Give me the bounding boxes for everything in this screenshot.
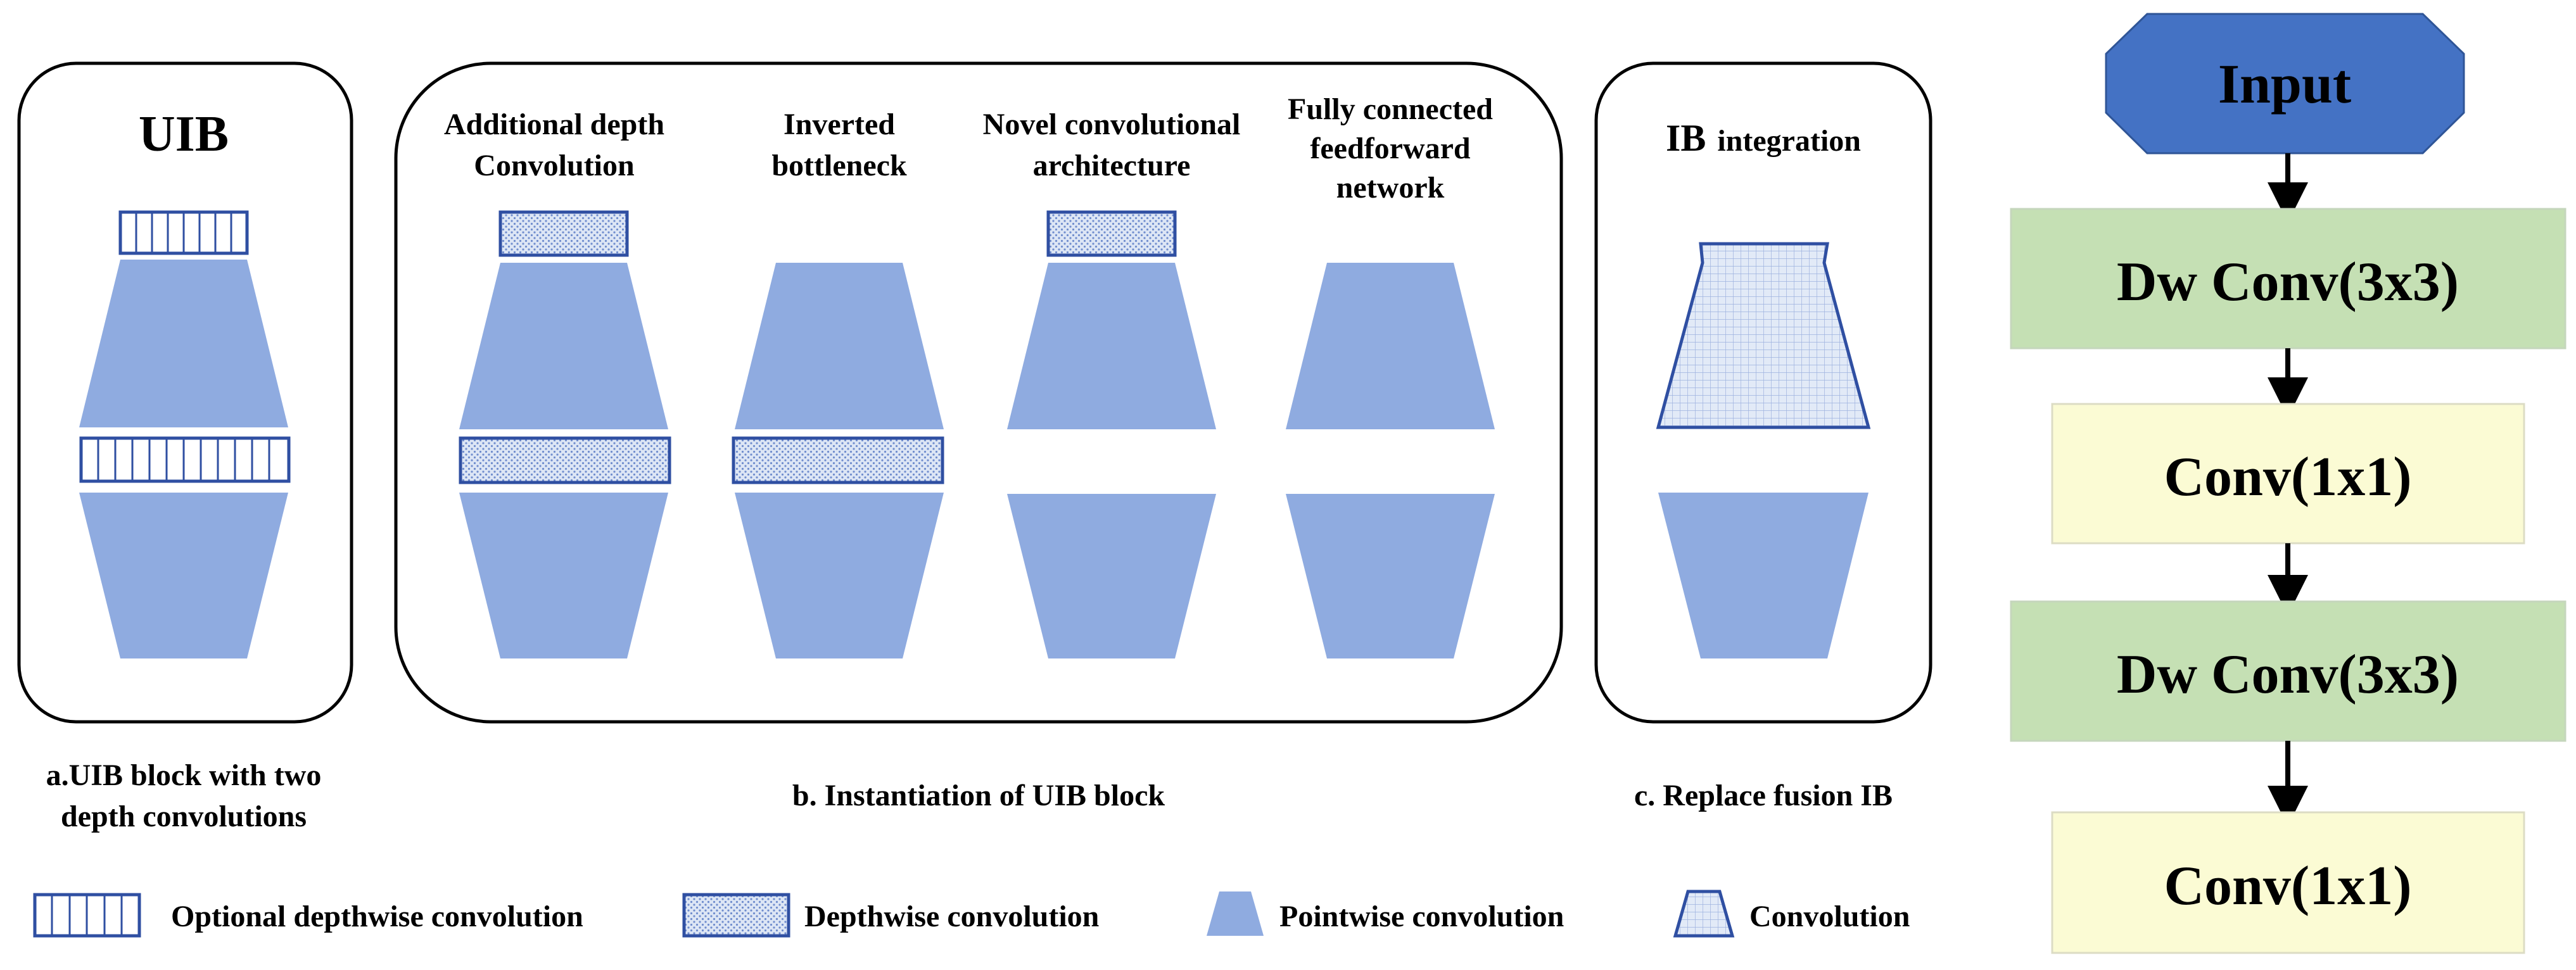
dw-conv-3x3-label: Dw Conv(3x3) (2117, 251, 2459, 313)
optional-depthwise-conv-middle (79, 436, 291, 483)
panel-a-frame (17, 61, 353, 724)
column-label-line2: Convolution (474, 149, 634, 182)
panel-b-caption: b. Instantiation of UIB block (792, 779, 1165, 812)
depthwise-conv-block (1046, 210, 1177, 257)
panel-b-frame (394, 61, 1563, 724)
dw-conv-3x3-label: Dw Conv(3x3) (2117, 644, 2459, 705)
legend-optional-depthwise-icon (33, 893, 141, 938)
panel-c-title-ib: IB (1666, 117, 1706, 159)
pointwise-conv-expand (1286, 263, 1495, 429)
column-label-line2: feedforward (1310, 132, 1471, 165)
column-label-line1: Fully connected (1288, 92, 1493, 126)
panel-a-caption-line2: depth convolutions (61, 800, 307, 833)
column-label-line2: architecture (1033, 149, 1191, 182)
conv-1x1-label: Conv(1x1) (2164, 446, 2411, 508)
conv-1x1-node (2051, 403, 2525, 545)
pointwise-conv-expand (459, 263, 668, 429)
panel-a: UIB a.UIB block with two depth convoluti… (17, 61, 353, 833)
legend-convolution-icon (1673, 890, 1735, 938)
pointwise-conv-expand (79, 260, 288, 427)
conv-1x1-node (2051, 811, 2525, 954)
legend-pointwise-label: Pointwise convolution (1279, 900, 1564, 933)
input-node (2105, 13, 2465, 154)
column-label-line3: network (1336, 171, 1445, 205)
column-label-line1: Inverted (784, 108, 895, 141)
panel-b: Additional depth Convolution Inverted bo… (394, 61, 1563, 812)
pointwise-conv-project (79, 493, 288, 658)
panel-c-caption: c. Replace fusion IB (1634, 779, 1893, 812)
panel-c-frame (1594, 61, 1932, 724)
pointwise-conv-expand (735, 263, 944, 429)
pointwise-conv-expand (1007, 263, 1216, 429)
dw-conv-3x3-node (2010, 600, 2566, 742)
input-node-label: Input (2218, 54, 2351, 115)
panel-a-title: UIB (139, 106, 229, 162)
optional-depthwise-conv-top (118, 210, 249, 255)
dw-conv-3x3-node (2010, 208, 2566, 350)
depthwise-conv-block (459, 436, 671, 484)
legend-convolution-label: Convolution (1749, 900, 1910, 933)
panel-c: IB integration c. Replace fusion IB (1594, 61, 1932, 812)
legend: Optional depthwise convolution Depthwise… (33, 890, 1910, 938)
legend-pointwise-icon (1207, 891, 1264, 936)
depthwise-conv-block (732, 436, 944, 484)
pointwise-conv-project (459, 493, 668, 658)
convolution-block (1656, 242, 1871, 429)
column-label-line1: Novel convolutional (983, 108, 1241, 141)
column-novel-architecture: Novel convolutional architecture (983, 108, 1241, 658)
column-inverted-bottleneck: Inverted bottleneck (732, 108, 944, 658)
column-label-line1: Additional depth (444, 108, 664, 141)
depthwise-conv-block (498, 210, 629, 257)
column-fully-connected-ffn: Fully connected feedforward network (1286, 92, 1495, 658)
column-additional-depth: Additional depth Convolution (444, 108, 671, 658)
column-label-line2: bottleneck (771, 149, 907, 182)
flow-diagram: Input Dw Conv(3x3) Conv(1x1) Dw Conv(3x3… (2010, 13, 2566, 954)
legend-depthwise-icon (682, 893, 790, 938)
panel-c-title-rest: integration (1717, 124, 1861, 158)
legend-optional-depthwise-label: Optional depthwise convolution (171, 900, 583, 933)
pointwise-conv-project (1658, 493, 1869, 658)
pointwise-conv-project (1007, 494, 1216, 658)
panel-a-caption-line1: a.UIB block with two (46, 759, 322, 792)
conv-1x1-label: Conv(1x1) (2164, 855, 2411, 917)
legend-depthwise-label: Depthwise convolution (804, 900, 1099, 933)
pointwise-conv-project (735, 493, 944, 658)
pointwise-conv-project (1286, 494, 1495, 658)
panel-c-title: IB integration (1666, 117, 1861, 159)
